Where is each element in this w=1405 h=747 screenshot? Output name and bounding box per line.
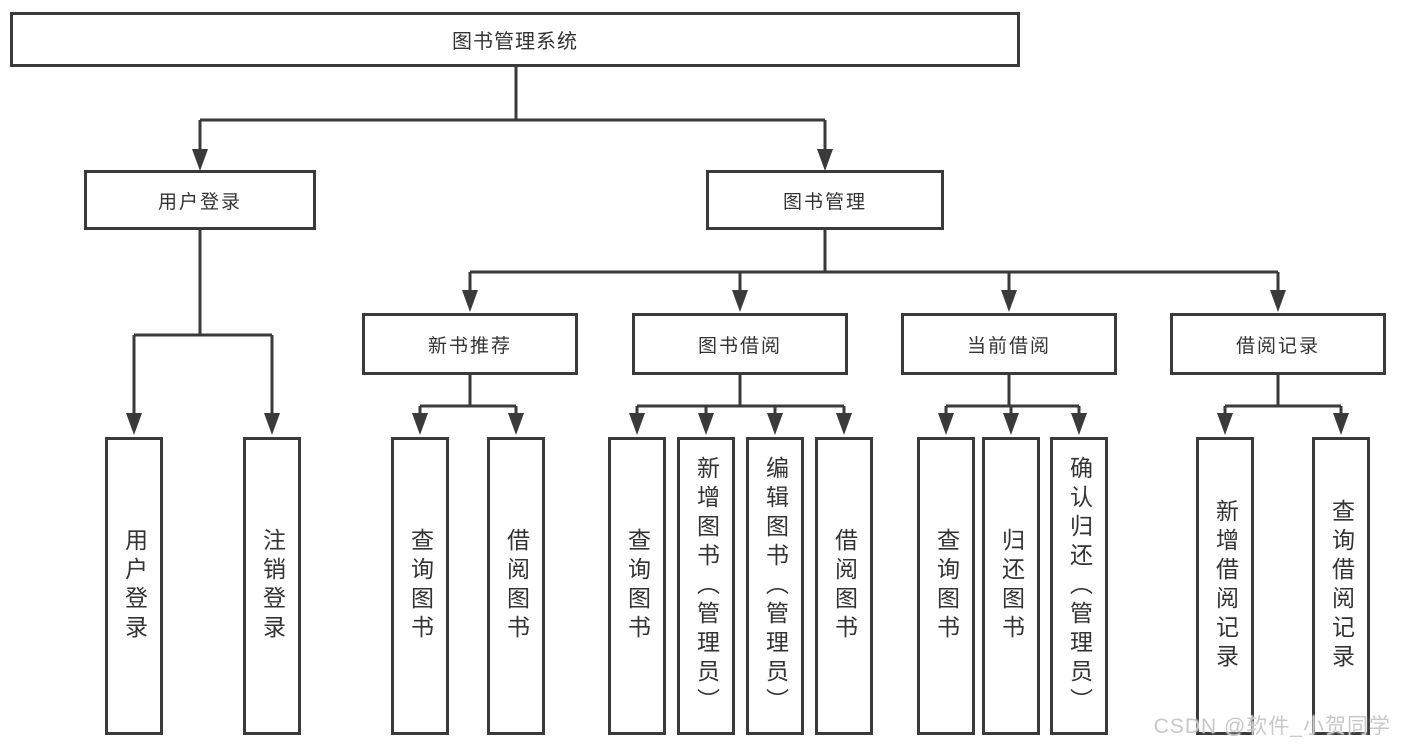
node-current-borrow: 当前借阅 — [901, 313, 1117, 375]
leaf-current-return-books: 归还图书 — [982, 437, 1040, 735]
leaf-current-confirm-return-admin: 确认归还（管理员） — [1050, 437, 1108, 735]
leaf-logout: 注销登录 — [243, 437, 301, 735]
leaf-user-login: 用户登录 — [105, 437, 163, 735]
node-new-book-recommend: 新书推荐 — [362, 313, 578, 375]
leaf-records-add-record: 新增借阅记录 — [1196, 437, 1254, 735]
leaf-borrow-edit-books-admin: 编辑图书（管理员） — [746, 437, 804, 735]
leaf-recommend-query-books: 查询图书 — [391, 437, 449, 735]
node-book-management-branch: 图书管理 — [706, 170, 944, 230]
leaf-current-query-books: 查询图书 — [917, 437, 975, 735]
leaf-records-query-record: 查询借阅记录 — [1312, 437, 1370, 735]
leaf-borrow-borrow-books: 借阅图书 — [815, 437, 873, 735]
node-book-borrow: 图书借阅 — [632, 313, 848, 375]
node-borrow-records: 借阅记录 — [1170, 313, 1386, 375]
node-user-login-branch: 用户登录 — [84, 170, 316, 230]
leaf-recommend-borrow-books: 借阅图书 — [487, 437, 545, 735]
leaf-borrow-add-books-admin: 新增图书（管理员） — [677, 437, 735, 735]
leaf-borrow-query-books: 查询图书 — [608, 437, 666, 735]
csdn-watermark: CSDN @软件_小贺同学 — [1153, 715, 1391, 738]
node-root-system: 图书管理系统 — [10, 12, 1020, 67]
